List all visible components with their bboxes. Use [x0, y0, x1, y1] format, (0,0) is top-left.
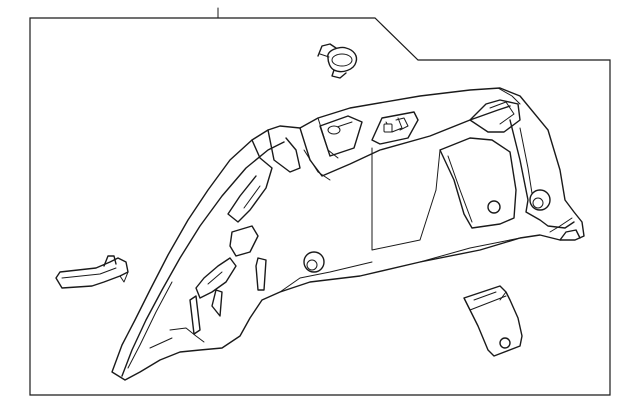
access-cover [463, 285, 523, 357]
push-clip-fastener [317, 43, 358, 79]
quarter-trim-panel [111, 87, 585, 381]
trim-retainer-clip [55, 255, 129, 289]
diagram-frame [29, 17, 611, 396]
